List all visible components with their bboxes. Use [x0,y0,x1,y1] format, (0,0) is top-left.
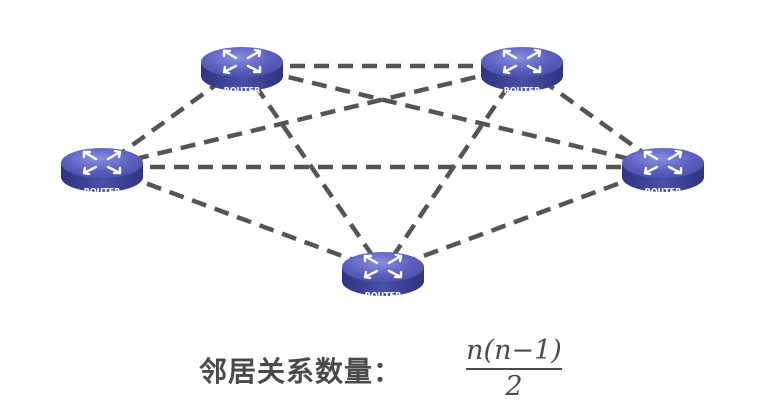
router-icon [340,250,426,298]
router-top-left: ROUTER [199,45,285,95]
link-r-left-r-bottom [101,164,384,274]
router-icon [199,45,285,93]
router-icon [479,45,565,93]
router-label: ROUTER [224,86,261,95]
formula-denominator: 2 [505,371,523,402]
router-right: ROUTER [620,146,706,196]
link-r-top-left-r-bottom [240,64,385,273]
router-label: ROUTER [504,86,541,95]
router-icon [59,146,145,194]
neighbor-count-label: 邻居关系数量： [199,355,403,388]
link-r-right-r-bottom [382,164,664,274]
router-bottom: ROUTER [340,250,426,300]
router-top-right: ROUTER [479,45,565,95]
router-label: ROUTER [84,187,121,196]
formula-numerator: n(n−1) [466,335,562,366]
router-label: ROUTER [645,187,682,196]
router-icon [620,146,706,194]
link-r-top-left-r-right [241,63,664,170]
router-left: ROUTER [59,146,145,196]
fraction-bar [466,368,562,370]
router-label: ROUTER [365,291,402,300]
links-layer [100,63,665,274]
routers-layer: ROUTER ROUTER ROUTER ROUTER ROUTER [59,45,706,300]
neighbor-count-formula: n(n−1) 2 [465,335,563,405]
